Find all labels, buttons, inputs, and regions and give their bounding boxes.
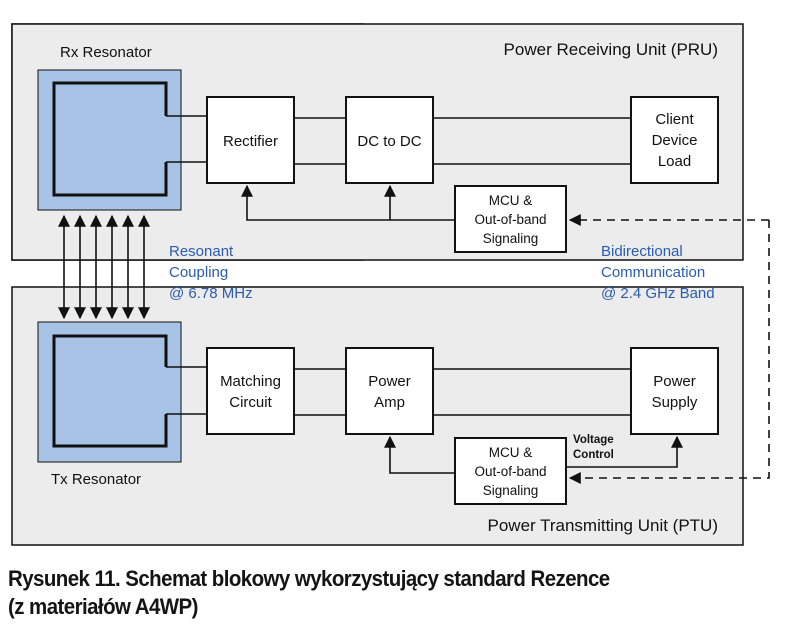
ptu-title: Power Transmitting Unit (PTU) <box>488 516 719 535</box>
ptu-mcu-block: MCU & Out-of-band Signaling <box>454 437 567 505</box>
dc-to-dc-block: DC to DC <box>345 96 434 184</box>
ptu-mcu-line1: MCU & <box>489 445 533 460</box>
rx-resonator <box>37 69 182 211</box>
pru-mcu-line3: Signaling <box>483 231 539 246</box>
pru-unit: Power Receiving Unit (PRU) Rx Resonator … <box>11 23 744 261</box>
matching-circuit-block: Matching Circuit <box>206 347 295 435</box>
rx-coil-fill <box>56 85 164 193</box>
power-supply-line1: Power <box>653 373 696 390</box>
client-load-line3: Load <box>658 153 691 170</box>
power-supply-line2: Supply <box>652 394 698 411</box>
pru-mcu-to-rectifier-arrow <box>241 184 455 221</box>
caption-line1: Rysunek 11. Schemat blokowy wykorzystują… <box>8 566 610 591</box>
ptu-mcu-line2: Out-of-band <box>474 464 546 479</box>
comm-label-line3: @ 2.4 GHz Band <box>601 285 715 302</box>
matching-line1: Matching <box>220 373 281 390</box>
client-device-load-block: Client Device Load <box>630 96 719 184</box>
ptu-mcu-line3: Signaling <box>483 483 539 498</box>
power-amp-line2: Amp <box>374 394 405 411</box>
pru-mcu-block: MCU & Out-of-band Signaling <box>454 185 567 253</box>
power-amp-line1: Power <box>368 373 411 390</box>
rx-resonator-label: Rx Resonator <box>60 44 152 61</box>
ptu-mcu-to-amp-arrow <box>384 435 455 474</box>
voltage-control-line2: Control <box>573 449 614 461</box>
pru-mcu-line1: MCU & <box>489 193 533 208</box>
tx-resonator <box>37 321 182 463</box>
comm-label-line2: Communication <box>601 264 705 281</box>
client-load-line1: Client <box>655 111 694 128</box>
matching-line2: Circuit <box>229 394 272 411</box>
tx-resonator-label: Tx Resonator <box>51 471 141 488</box>
power-supply-block: Power Supply <box>630 347 719 435</box>
figure-caption: Rysunek 11. Schemat blokowy wykorzystują… <box>8 565 733 621</box>
voltage-control-line1: Voltage <box>573 434 614 446</box>
rectifier-label: Rectifier <box>223 133 278 150</box>
power-amp-block: Power Amp <box>345 347 434 435</box>
ptu-unit: Power Transmitting Unit (PTU) Tx Resonat… <box>11 286 744 546</box>
rectifier-block: Rectifier <box>206 96 295 184</box>
caption-line2: (z materiałów A4WP) <box>8 594 198 619</box>
pru-title: Power Receiving Unit (PRU) <box>504 40 718 59</box>
resonant-coupling-arrows <box>58 214 150 320</box>
dc-to-dc-label: DC to DC <box>357 133 421 150</box>
comm-link-to-ptu-mcu <box>568 220 770 484</box>
coupling-label-line3: @ 6.78 MHz <box>169 285 253 302</box>
tx-coil-fill <box>56 338 164 444</box>
comm-label-line1: Bidirectional <box>601 243 683 260</box>
coupling-label-line2: Coupling <box>169 264 228 281</box>
coupling-label-line1: Resonant <box>169 243 234 260</box>
rezence-block-diagram: Power Receiving Unit (PRU) Rx Resonator … <box>11 23 770 546</box>
pru-mcu-line2: Out-of-band <box>474 212 546 227</box>
client-load-line2: Device <box>652 132 698 149</box>
voltage-control-arrow <box>566 435 683 468</box>
